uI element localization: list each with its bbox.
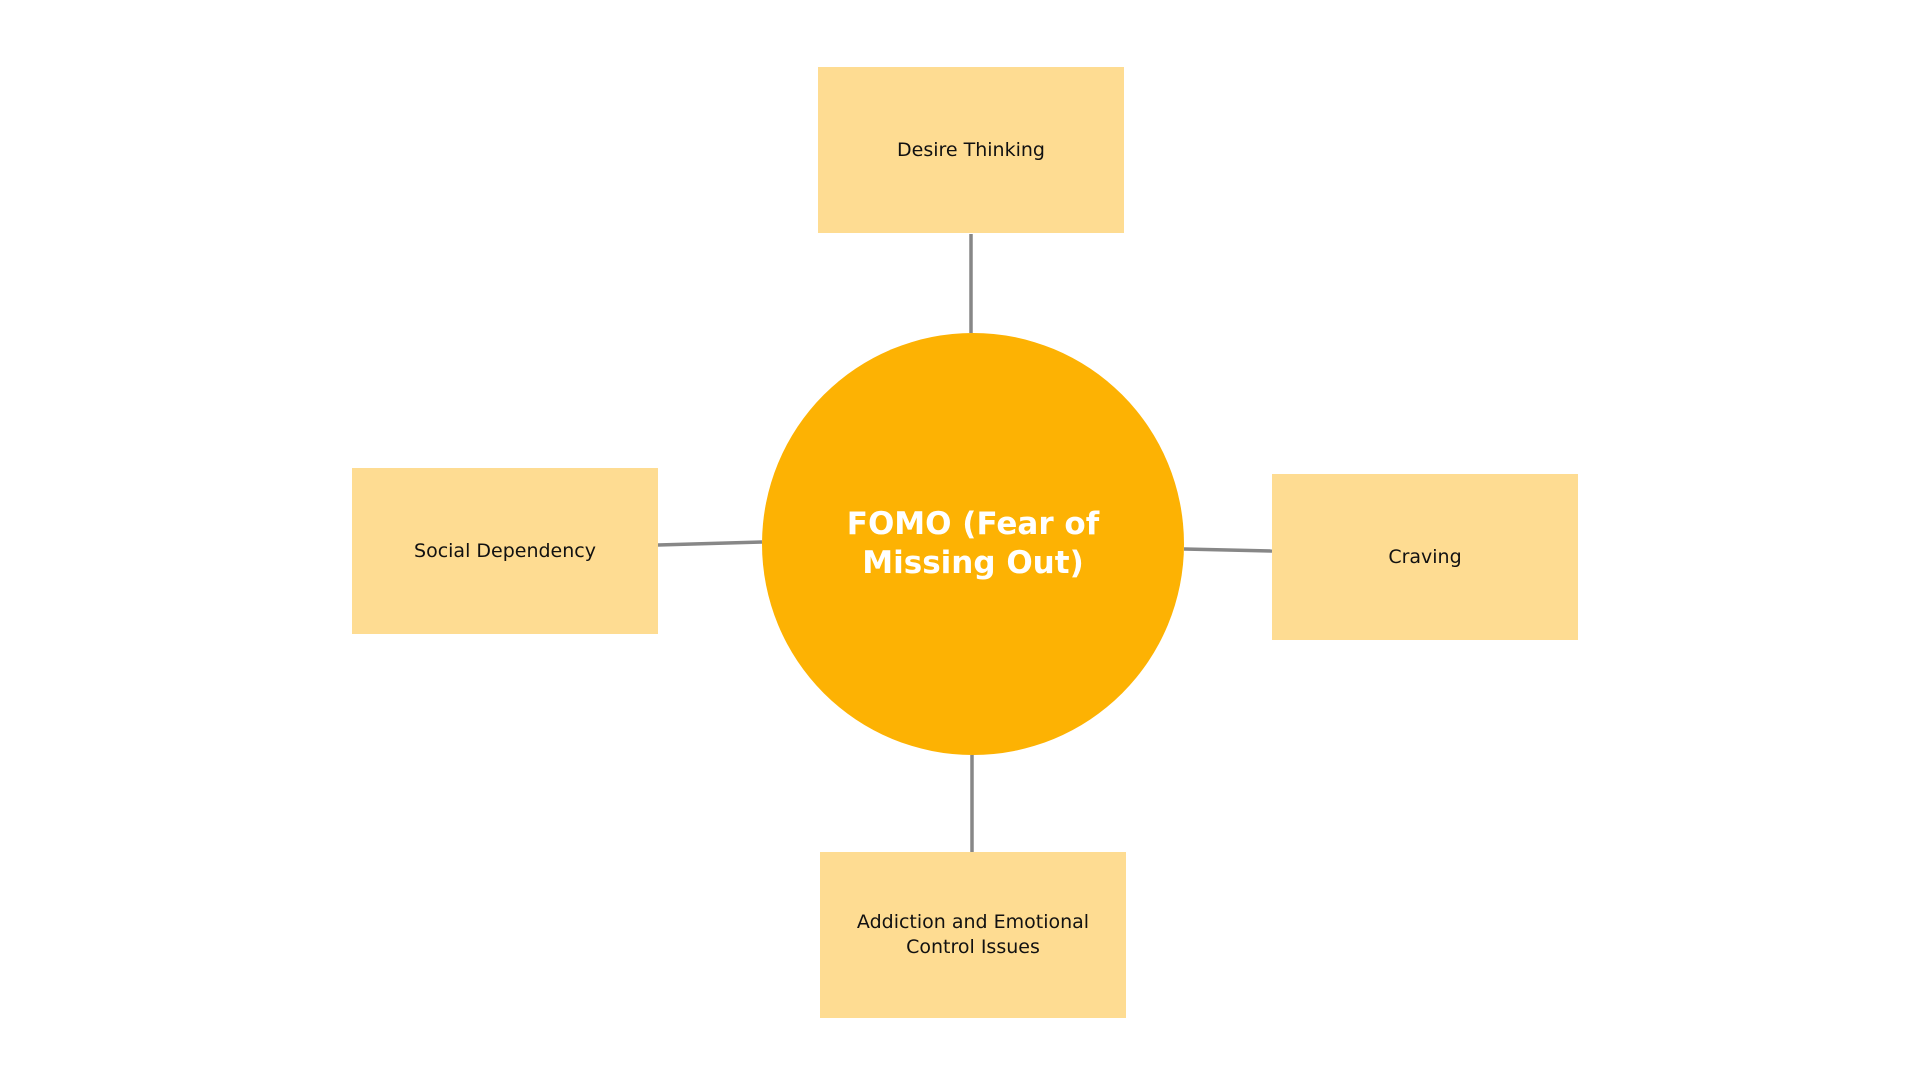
central-topic-label: FOMO (Fear of Missing Out) — [846, 506, 1100, 581]
node-label: Craving — [1388, 545, 1462, 568]
node-desire-thinking: Desire Thinking — [818, 67, 1124, 233]
central-topic-circle: FOMO (Fear of Missing Out) — [762, 333, 1184, 755]
node-craving: Craving — [1272, 474, 1578, 640]
node-social-dependency: Social Dependency — [352, 468, 658, 634]
node-label: Social Dependency — [414, 539, 596, 562]
connector-right — [1183, 547, 1273, 553]
node-addiction-emotional-control: Addiction and Emotional Control Issues — [820, 852, 1126, 1018]
connector-left — [657, 540, 763, 547]
node-label: Addiction and Emotional Control Issues — [856, 911, 1090, 958]
node-label: Desire Thinking — [897, 138, 1045, 161]
